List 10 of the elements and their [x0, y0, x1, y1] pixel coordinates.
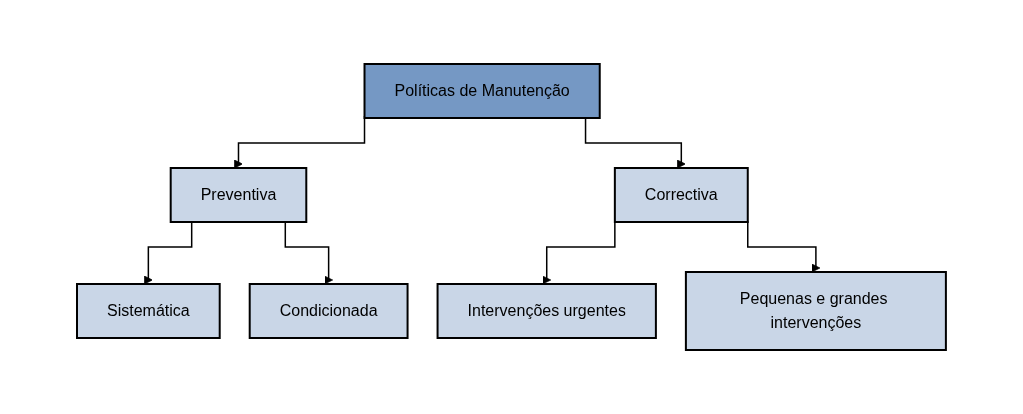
node-box: Políticas de Manutenção [363, 63, 601, 119]
node-box: Condicionada [248, 283, 409, 339]
arrow [584, 117, 686, 169]
arrow [284, 221, 334, 285]
node-box: Intervenções urgentes [436, 283, 657, 339]
arrow [144, 221, 193, 285]
node-box: Pequenas e grandes intervenções [684, 271, 947, 351]
node-box: Sistemática [76, 283, 221, 339]
node-box: Preventiva [169, 167, 308, 223]
node-box: Correctiva [613, 167, 749, 223]
